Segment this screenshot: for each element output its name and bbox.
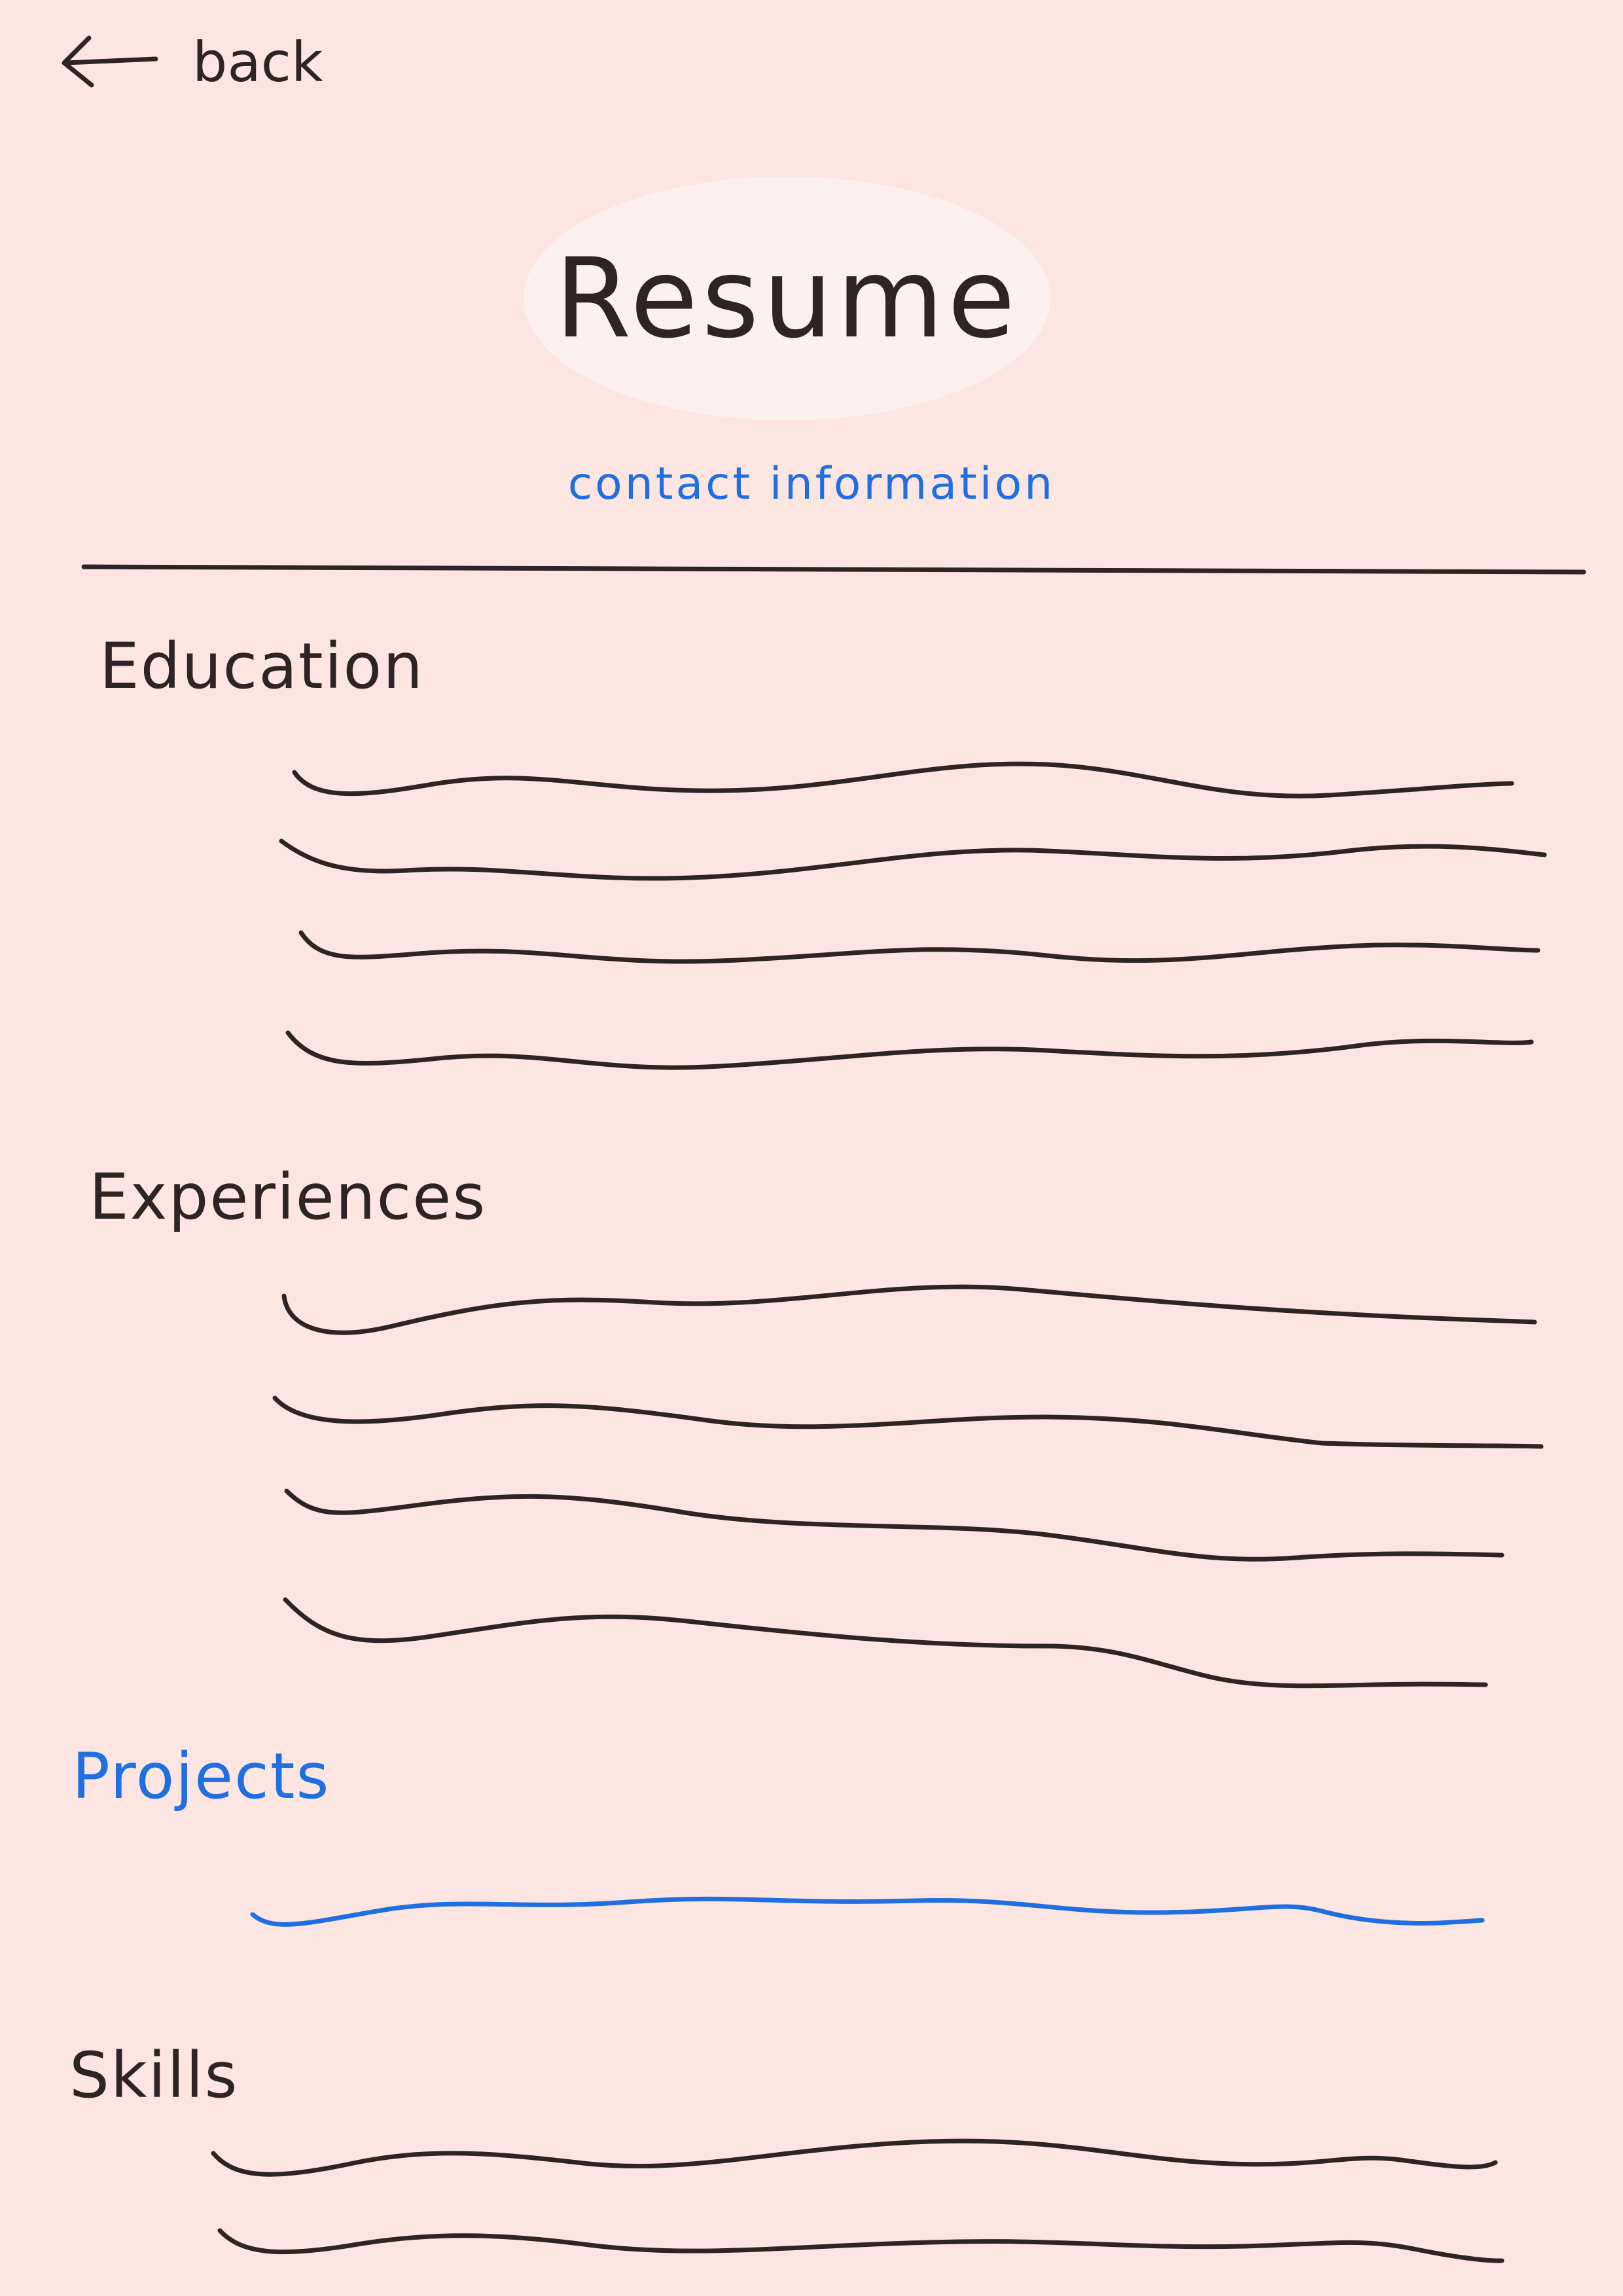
education-placeholder-line [279, 838, 1547, 881]
skills-placeholder-line [217, 2228, 1505, 2263]
title-badge: Resume [524, 177, 1050, 420]
back-button[interactable]: back [58, 26, 323, 98]
contact-information-link[interactable]: contact information [567, 458, 1056, 510]
education-placeholder-line [298, 930, 1541, 964]
experiences-placeholder-line [272, 1395, 1544, 1449]
back-label: back [192, 30, 323, 94]
skills-heading: Skills [69, 2039, 239, 2112]
header-divider [81, 564, 1586, 575]
education-heading: Education [99, 630, 424, 703]
projects-placeholder-line [250, 1896, 1485, 1927]
education-placeholder-line [292, 761, 1514, 798]
experiences-placeholder-line [284, 1488, 1505, 1562]
experiences-heading: Experiences [89, 1160, 487, 1234]
page-title: Resume [554, 234, 1020, 363]
projects-link[interactable]: Projects [72, 1740, 330, 1813]
experiences-placeholder-line [281, 1284, 1537, 1335]
left-arrow-icon [58, 33, 162, 92]
education-placeholder-line [285, 1030, 1534, 1070]
skills-placeholder-line [211, 2138, 1498, 2177]
experiences-placeholder-line [283, 1597, 1488, 1689]
